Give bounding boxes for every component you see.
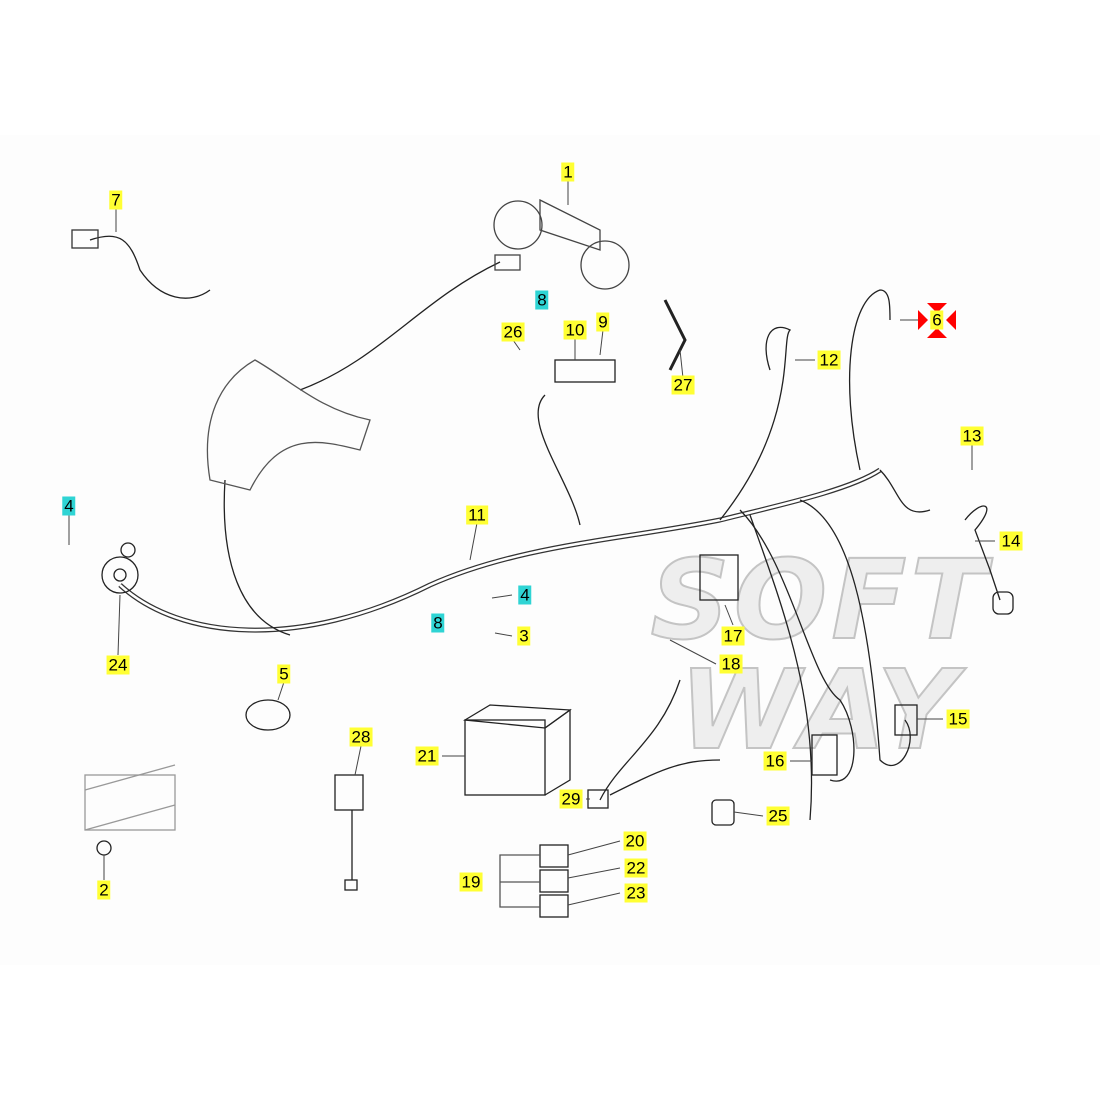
selection-marker-icon	[918, 303, 956, 338]
callout-3[interactable]: 3	[517, 626, 531, 646]
callout-14[interactable]: 14	[999, 531, 1023, 551]
callout-27[interactable]: 27	[671, 375, 695, 395]
relays-19	[539, 844, 569, 918]
wiring-harness-inner	[119, 468, 881, 632]
wiring-harness	[118, 467, 882, 633]
callout-5[interactable]: 5	[277, 664, 291, 684]
socket-5	[245, 699, 291, 731]
callout-26[interactable]: 26	[501, 322, 525, 342]
callout-4[interactable]: 4	[518, 585, 532, 605]
wire	[749, 514, 813, 821]
callout-10[interactable]: 10	[563, 320, 587, 340]
cdi-unit-17	[699, 554, 739, 601]
callout-17[interactable]: 17	[721, 626, 745, 646]
callout-25[interactable]: 25	[766, 806, 790, 826]
sensor-wire-7	[89, 235, 211, 299]
switch-9-10	[554, 359, 616, 383]
callout-19[interactable]: 19	[459, 872, 483, 892]
callout-22[interactable]: 22	[624, 858, 648, 878]
callout-4[interactable]: 4	[62, 496, 76, 516]
wire	[799, 499, 911, 767]
battery	[462, 704, 572, 796]
radiator	[84, 764, 176, 831]
headlight-cover	[206, 359, 371, 491]
wire	[879, 469, 931, 513]
callout-21[interactable]: 21	[415, 746, 439, 766]
wire	[299, 261, 501, 391]
callout-24[interactable]: 24	[106, 655, 130, 675]
wire	[537, 394, 581, 526]
callout-20[interactable]: 20	[623, 831, 647, 851]
instrument-cluster	[493, 198, 630, 290]
callout-6-selected[interactable]: 6	[930, 310, 944, 330]
regulator-16	[811, 734, 838, 776]
fuel-sender-14	[964, 505, 1001, 601]
callout-15[interactable]: 15	[946, 709, 970, 729]
callout-8[interactable]: 8	[535, 290, 549, 310]
callout-29[interactable]: 29	[559, 789, 583, 809]
horn	[101, 556, 139, 594]
callout-16[interactable]: 16	[763, 751, 787, 771]
callout-12[interactable]: 12	[817, 350, 841, 370]
callout-7[interactable]: 7	[109, 190, 123, 210]
wire	[719, 326, 792, 521]
callout-23[interactable]: 23	[624, 883, 648, 903]
bracket-27	[663, 299, 687, 371]
callout-18[interactable]: 18	[719, 654, 743, 674]
callout-9[interactable]: 9	[596, 312, 610, 332]
callout-28[interactable]: 28	[349, 727, 373, 747]
relay-28	[334, 774, 364, 811]
part-25	[711, 799, 735, 826]
wire-29	[599, 679, 721, 801]
callout-13[interactable]: 13	[960, 426, 984, 446]
part-15	[894, 704, 918, 736]
callout-11[interactable]: 11	[466, 505, 488, 525]
callout-2[interactable]: 2	[97, 880, 111, 900]
wire	[848, 289, 891, 471]
wire	[739, 509, 855, 782]
callout-8[interactable]: 8	[431, 613, 445, 633]
callout-1[interactable]: 1	[561, 162, 575, 182]
wire	[223, 479, 291, 636]
